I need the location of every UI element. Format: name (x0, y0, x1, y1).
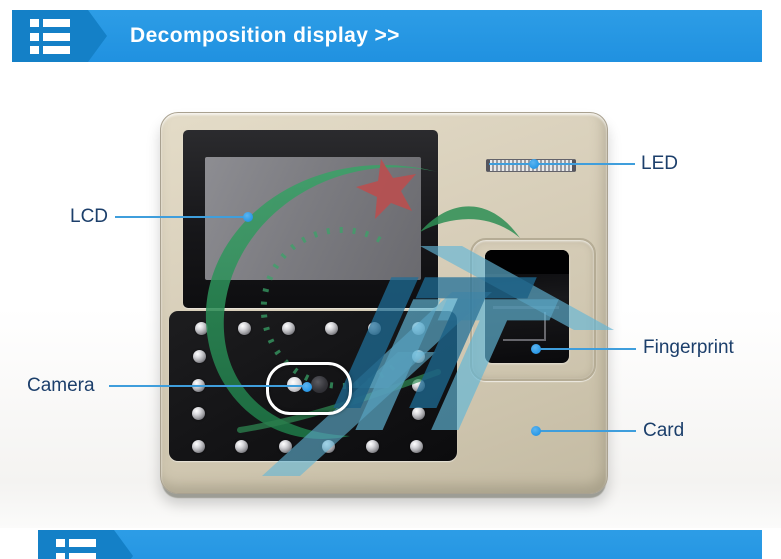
list-menu-icon (30, 19, 70, 54)
lcd-callout-line (115, 216, 248, 218)
fingerprint-corner-highlight (503, 312, 546, 341)
footer-arrow-shape (114, 530, 133, 559)
ir-led-dot (237, 321, 251, 335)
ir-led-dot (278, 439, 292, 453)
fingerprint-slot-line (493, 306, 559, 309)
ir-led-dot (192, 349, 206, 363)
fingerprint-reader (485, 250, 569, 363)
fingerprint-callout-line (537, 348, 636, 350)
ir-led-dot (194, 321, 208, 335)
camera-callout-dot (302, 382, 312, 392)
ir-led-dot (321, 439, 335, 453)
ir-led-dot (234, 439, 248, 453)
fingerprint-label: Fingerprint (643, 337, 734, 358)
ir-led-dot (409, 439, 423, 453)
camera-lens-right (311, 376, 328, 393)
page-title: Decomposition display >> (130, 24, 400, 47)
camera-lens-left (287, 377, 302, 392)
card-label: Card (643, 420, 685, 441)
list-menu-icon (56, 539, 96, 559)
ir-led-dot (191, 406, 205, 420)
ir-led-dot (281, 321, 295, 335)
led-callout-line (489, 163, 635, 165)
attendance-device (160, 112, 608, 494)
camera-label: Camera (27, 375, 95, 396)
footer-banner (112, 530, 762, 559)
lcd-callout-dot (243, 212, 253, 222)
ir-led-dot (191, 439, 205, 453)
camera-ring (266, 362, 352, 415)
card-callout-line (537, 430, 636, 432)
ir-led-dot (365, 439, 379, 453)
camera-callout-line (109, 385, 307, 387)
card-callout-dot (531, 426, 541, 436)
lcd-label: LCD (70, 206, 109, 227)
ir-led-dot (324, 321, 338, 335)
header-banner (86, 10, 762, 62)
led-callout-dot (529, 159, 539, 169)
fingerprint-callout-dot (531, 344, 541, 354)
ir-led-dot (411, 406, 425, 420)
lcd-screen (205, 157, 421, 280)
ir-led-dot (411, 321, 425, 335)
ir-led-dot (411, 378, 425, 392)
ir-led-dot (367, 321, 381, 335)
led-label: LED (641, 153, 678, 174)
ir-led-dot (411, 349, 425, 363)
header-arrow-shape (88, 10, 107, 62)
